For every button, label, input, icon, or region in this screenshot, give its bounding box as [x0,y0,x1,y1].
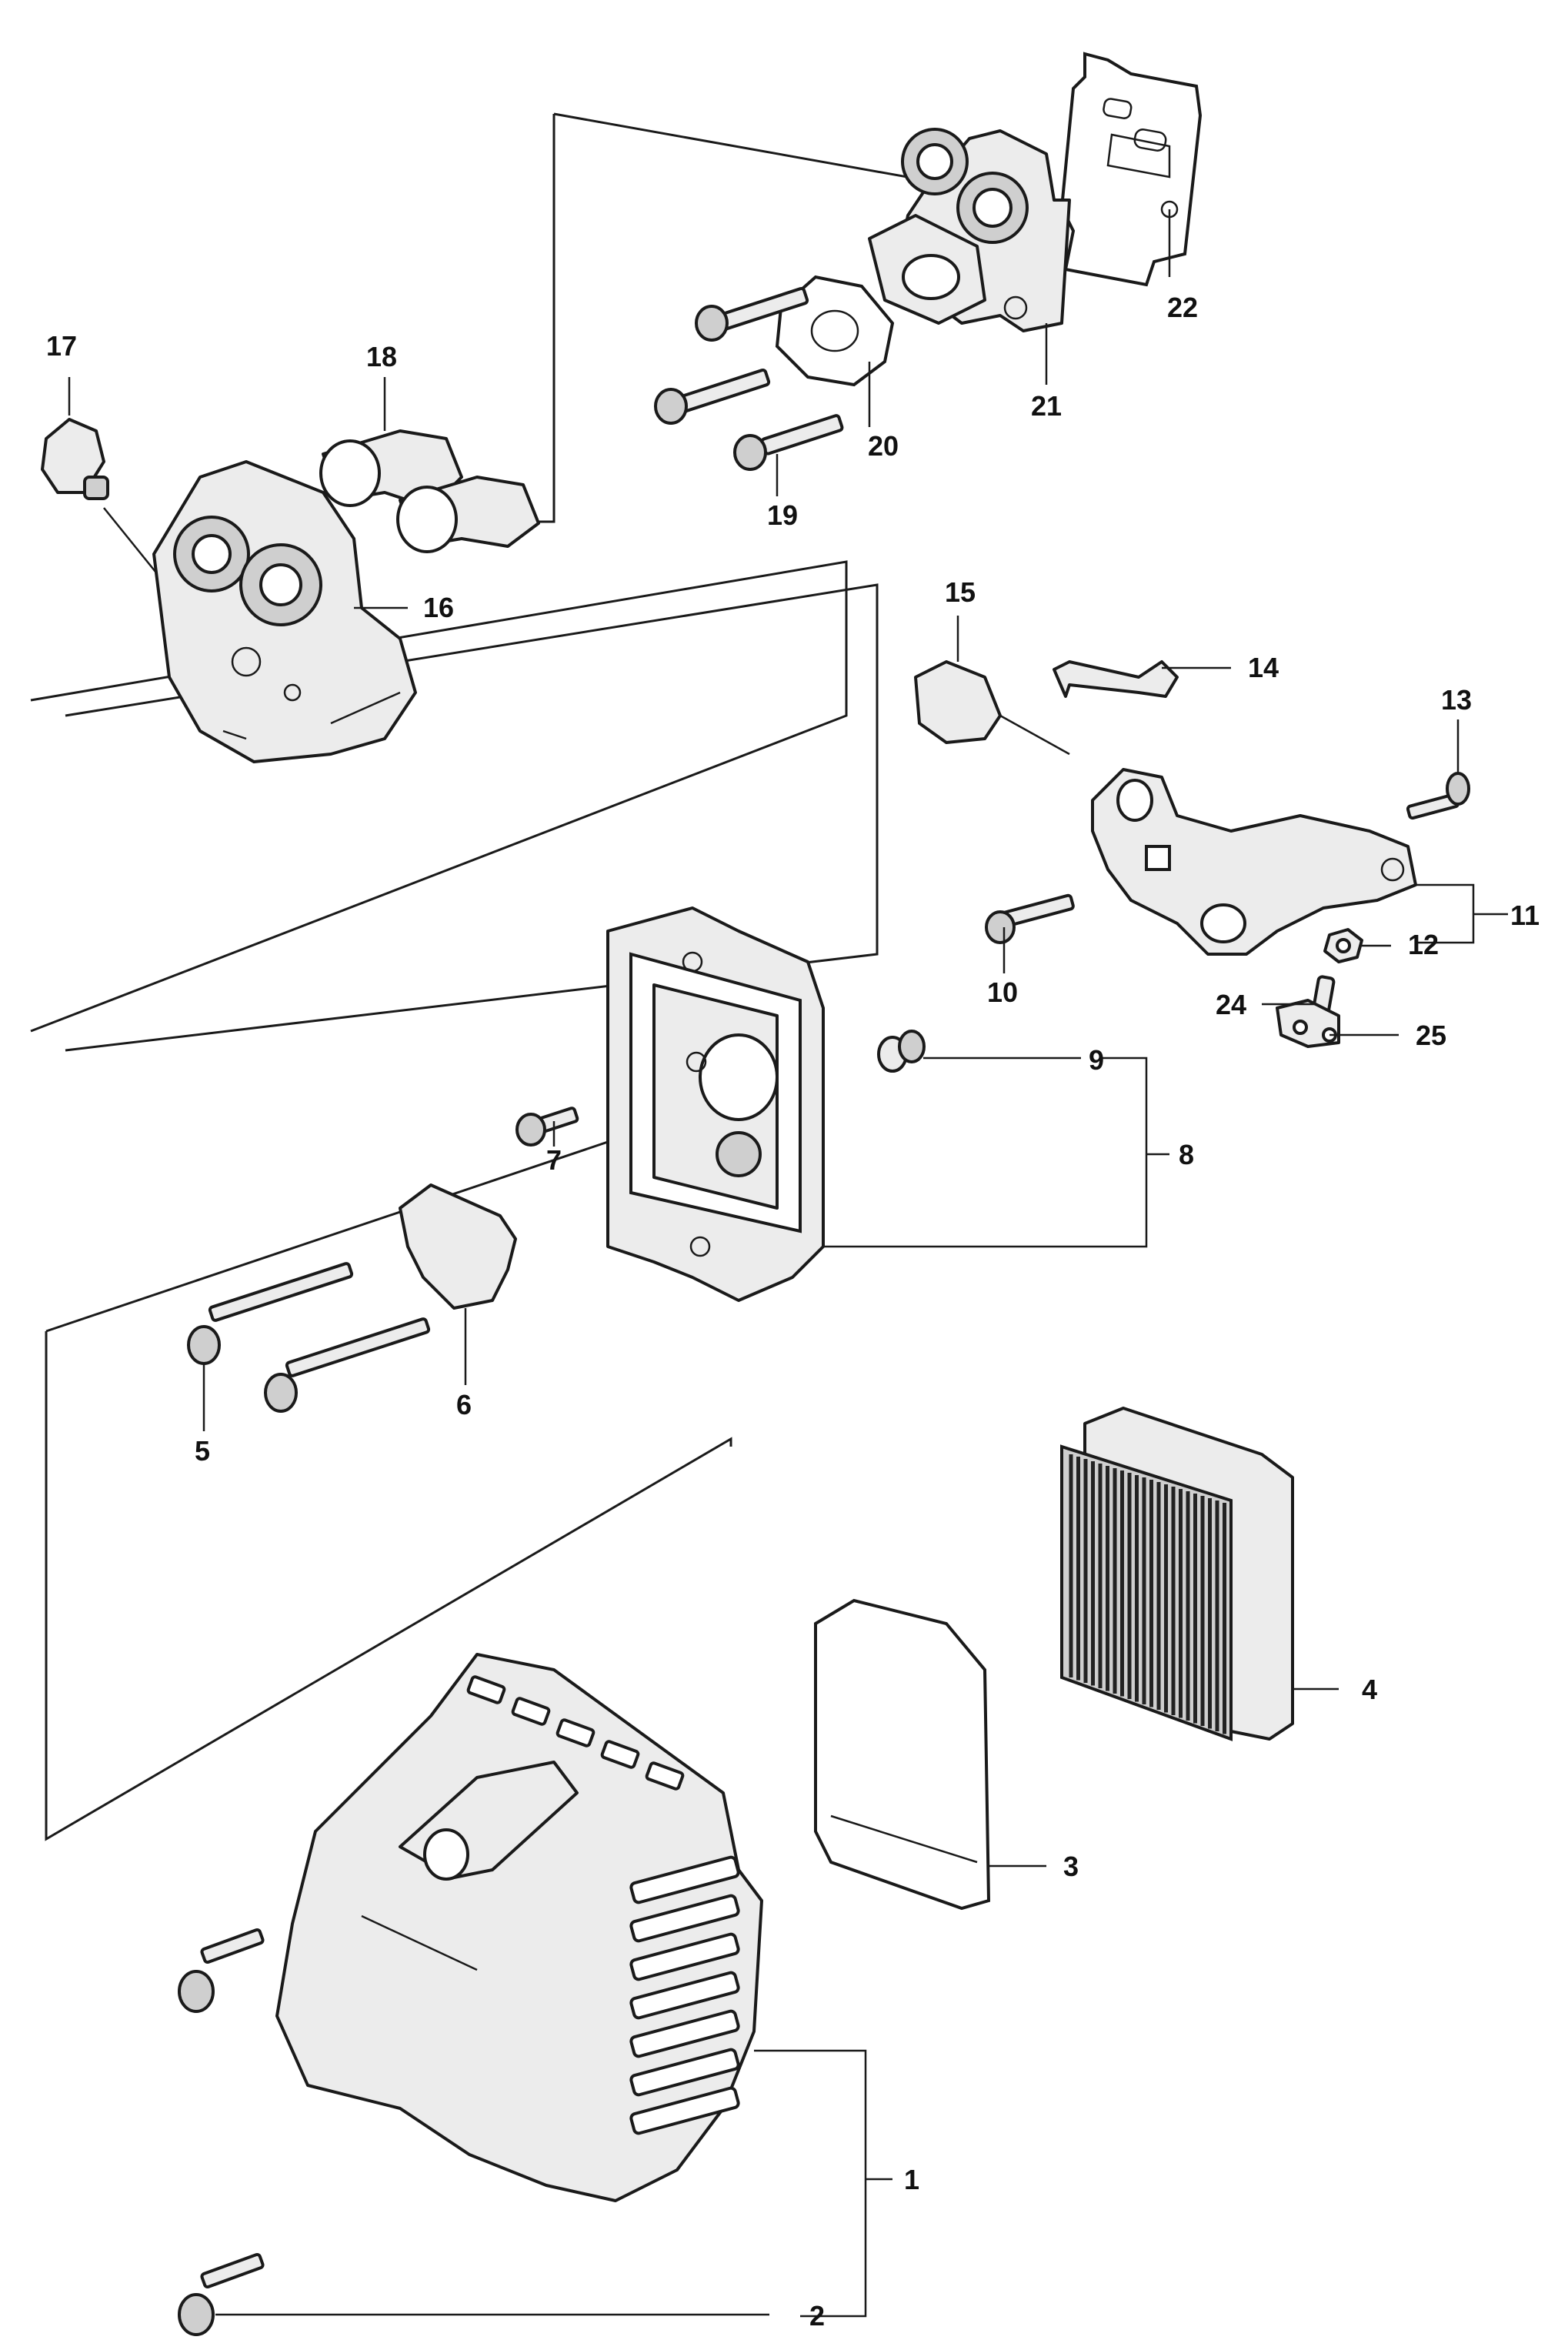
filter-pleats [1069,1454,1226,1734]
vent-slot [629,1855,740,1904]
vent-slot [629,1894,740,1943]
cover-vents-side [629,1855,740,2135]
callout-8: 8 [1179,1139,1194,1170]
part-8-filter-base [606,906,825,1302]
callout-19: 19 [767,499,798,531]
part-7-screw [515,1107,579,1147]
callout-22: 22 [1167,292,1198,323]
callout-14: 14 [1248,652,1279,683]
vent-slot [629,2086,740,2135]
part-16-carburetor [152,460,417,763]
part-1-cover [275,1653,763,2202]
vent-slot [629,1971,740,2020]
callout-11: 11 [1510,900,1540,931]
callout-16: 16 [423,592,454,623]
callout-9: 9 [1089,1044,1104,1076]
part-6-clip [399,1183,517,1310]
callout-10: 10 [987,976,1018,1008]
vent-slot [511,1697,551,1726]
callout-15: 15 [945,576,976,608]
part-21-tube [868,214,986,325]
long-bolt-5b [264,1317,431,1413]
bolt-19a [695,286,809,342]
part-13-screw [1406,772,1470,820]
callout-7: 7 [546,1144,562,1176]
part-18-elbow-hoses [319,429,540,553]
part-4-air-filter [1060,1407,1294,1741]
cover-screw-upper [178,1928,265,2013]
callout-2: 2 [809,2300,825,2332]
part-5-long-bolts [187,1262,431,1413]
callout-3: 3 [1063,1851,1079,1882]
bolt-19b [654,368,771,425]
vent-slot [629,2009,740,2058]
callout-1: 1 [904,2164,919,2195]
callout-13: 13 [1441,684,1472,716]
vent-slot [555,1718,596,1747]
part-11-bracket [1091,768,1417,956]
callout-6: 6 [456,1389,472,1420]
vent-slot [600,1740,640,1769]
callout-20: 20 [868,430,899,462]
callout-labels: 17 18 16 22 21 20 19 15 14 13 11 12 10 2… [46,292,1540,2332]
callout-12: 12 [1408,929,1439,960]
vent-slot [645,1761,685,1791]
part-2-screws [178,1928,265,2336]
part-19-bolts [654,286,844,471]
callout-21: 21 [1031,390,1062,422]
vent-slot [466,1675,506,1704]
callout-24: 24 [1216,989,1246,1020]
callout-5: 5 [195,1435,210,1467]
cover-screw-lower [178,2252,265,2336]
part-14-choke-lever [1053,660,1179,698]
leader-lines [68,209,1508,2318]
vent-slot [629,1932,740,1981]
part-3-pre-filter [814,1598,991,1911]
callout-25: 25 [1416,1020,1446,1051]
bolt-19c [733,414,844,471]
part-10-bolt [985,893,1075,944]
part-15-primer-housing [914,660,1070,756]
part-24-fitting [1276,975,1340,1048]
part-22-gasket [1059,52,1203,287]
callout-17: 17 [46,330,77,362]
vent-slot [629,2048,740,2097]
part-12-nut [1323,928,1363,963]
callout-18: 18 [366,341,397,372]
cover-vents-top [466,1675,685,1791]
callout-4: 4 [1362,1674,1377,1705]
part-9-plug [877,1030,926,1073]
